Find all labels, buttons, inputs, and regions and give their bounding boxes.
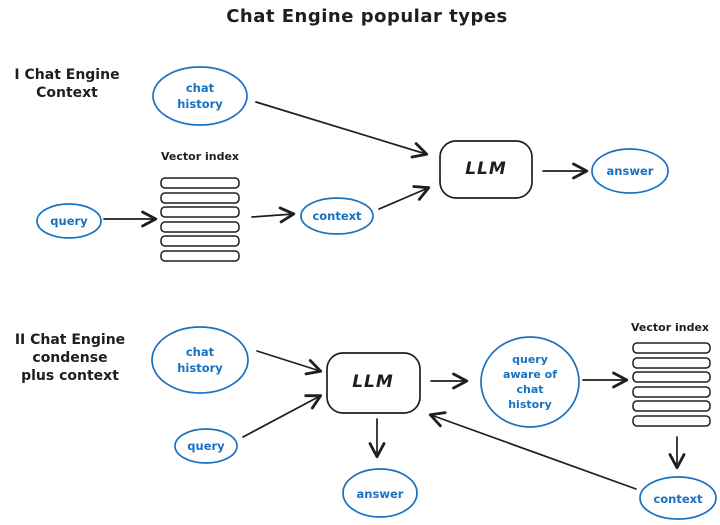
llm-label-2: LLM [352,372,394,392]
vector-index-label-2: Vector index [631,321,709,334]
section2-heading-line1: II Chat Engine [14,332,126,348]
llm-box-2 [326,352,421,414]
vector-index-label-1: Vector index [161,150,239,163]
section2-heading: II Chat Engine condense plus context [4,331,136,385]
section1-heading-line1: I Chat Engine [14,67,120,83]
llm-box-1 [439,140,533,199]
arrow-chathistory2-to-llm2 [256,350,323,376]
arrow-context1-to-llm1 [378,185,431,210]
context-label-2: context [653,492,703,506]
context-node-2 [639,476,717,520]
vector-index-stack-1 [160,177,240,262]
query-aware-node [480,336,580,428]
query-label-1: query [50,214,88,228]
chat-history-label-2: chat history [177,345,223,375]
section2-heading-line2: condense [32,350,108,366]
chat-history-label-1: chat history [177,81,223,111]
section1-heading-line2: Context [36,85,98,101]
arrow-vectorindex1-to-context1 [251,206,296,224]
llm-label-1: LLM [465,159,507,179]
chat-history-node-1 [152,66,248,126]
query-node-1 [36,203,102,239]
arrow-query2-to-llm2 [242,394,323,438]
chat-history-node-2 [151,326,249,394]
section1-heading: I Chat Engine Context [4,66,130,102]
vector-index-stack-2 [632,342,711,427]
context-node-1 [300,197,374,235]
query-aware-label: query aware of chat history [502,353,558,411]
query-label-2: query [187,439,225,453]
section2-heading-line3: plus context [21,368,119,384]
answer-label-1: answer [606,164,654,178]
query-node-2 [174,428,238,464]
answer-label-2: answer [356,487,404,501]
answer-node-2 [342,468,418,518]
diagram-title: Chat Engine popular types [226,6,508,27]
arrow-context2-to-llm2 [428,411,637,490]
context-label-1: context [312,209,362,223]
answer-node-1 [591,148,669,194]
arrow-chathistory1-to-llm1 [255,101,429,159]
